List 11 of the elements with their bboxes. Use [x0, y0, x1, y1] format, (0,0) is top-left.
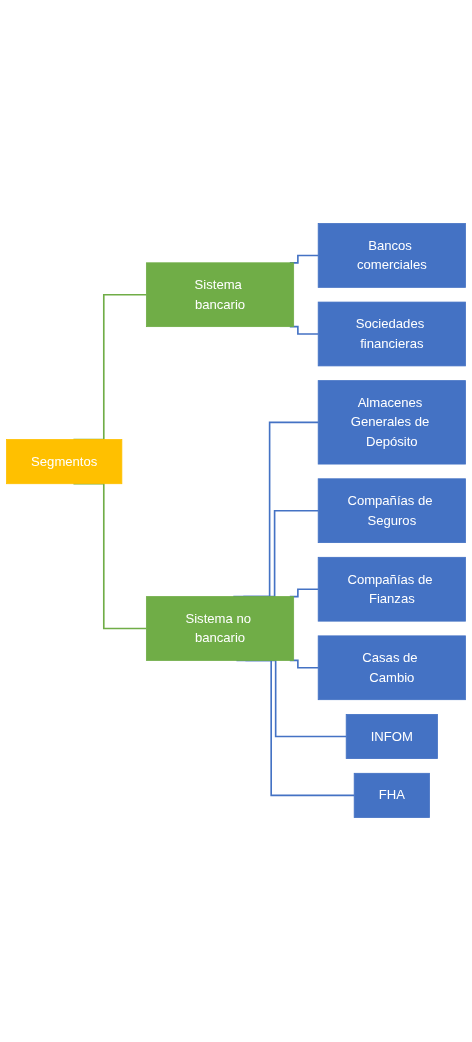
node-box: FHA	[353, 773, 430, 819]
node-box: Compañías de Seguros	[317, 478, 466, 544]
node-box: Sistema no bancario	[146, 596, 295, 662]
node-box: Almacenes Generales de Depósito	[317, 380, 466, 465]
node-box: Sociedades financieras	[317, 302, 466, 367]
node-box: Segmentos	[6, 439, 123, 485]
node-box: Sistema bancario	[146, 262, 295, 328]
node-box: INFOM	[345, 714, 438, 760]
node-box: Casas de Cambio	[317, 635, 466, 701]
node-box: Compañías de Fianzas	[317, 557, 466, 623]
node-box: Bancos comerciales	[317, 223, 466, 289]
